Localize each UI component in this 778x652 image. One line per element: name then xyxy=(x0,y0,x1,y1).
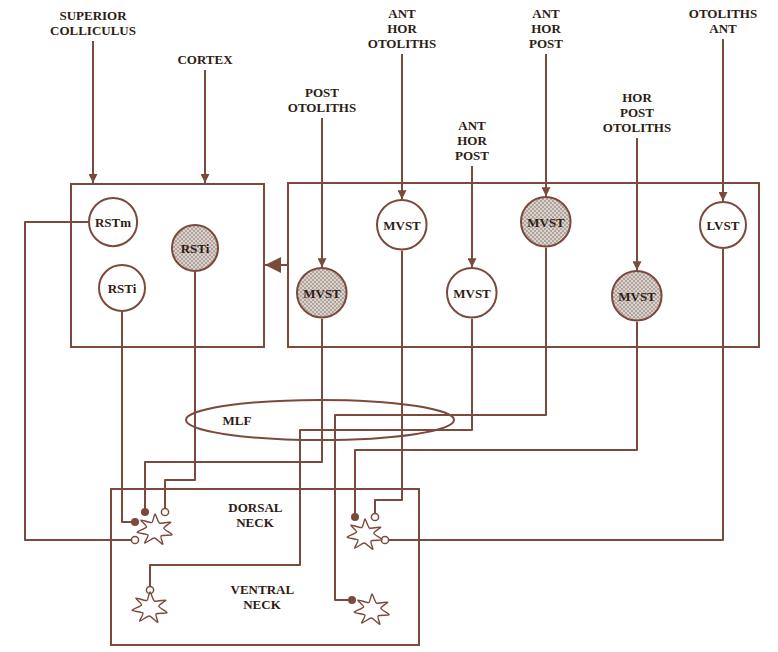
neuron-label: LVST xyxy=(707,218,740,233)
text-holder: DORSAL NECK xyxy=(228,500,281,530)
motoneuron-star xyxy=(354,594,389,624)
text-holder: MVST xyxy=(383,218,421,233)
node-outline xyxy=(352,592,392,628)
neuron-label: MVST xyxy=(527,215,565,230)
input-arrow xyxy=(204,70,206,183)
text-holder: SUPERIOR COLLICULUS xyxy=(50,8,136,38)
input-arrow xyxy=(92,41,94,183)
text-holder: CORTEX xyxy=(177,52,232,67)
pathway-line xyxy=(375,251,402,517)
vestibulospinal-neuron: MVST xyxy=(376,199,428,251)
input-arrow xyxy=(471,166,473,267)
input-arrow xyxy=(545,54,547,196)
input-arrows xyxy=(93,39,723,270)
pathway-line xyxy=(385,249,723,540)
text-holder: MVST xyxy=(527,215,565,230)
motoneuron-star xyxy=(345,517,385,553)
reticulospinal-neuron: RSTi xyxy=(171,224,219,272)
input-arrow xyxy=(636,138,638,270)
vestibulospinal-neuron: LVST xyxy=(699,201,747,249)
text-holder: RSTi xyxy=(181,241,210,256)
neuron-label: RSTi xyxy=(181,241,210,256)
node-outline xyxy=(135,512,175,548)
tract-ellipse: MLF xyxy=(185,399,455,441)
vestibulospinal-neuron: MVST xyxy=(446,267,498,319)
neuron-label: RSTm xyxy=(95,215,131,230)
input-arrow xyxy=(401,54,403,199)
neuron-label: MVST xyxy=(383,218,421,233)
neuron-label: MVST xyxy=(618,289,656,304)
motoneuron-star xyxy=(137,514,172,544)
motoneuron-star xyxy=(135,512,175,548)
input-label: ANT HOR OTOLITHS xyxy=(368,6,436,51)
tract-ellipse xyxy=(186,400,454,440)
muscle-label: VENTRAL NECK xyxy=(231,582,294,612)
motoneuron-star xyxy=(352,592,392,628)
muscle-label: DORSAL NECK xyxy=(228,500,281,530)
pathway-line xyxy=(355,322,637,517)
pathway-line xyxy=(122,312,135,522)
text-holder: POST OTOLITHS xyxy=(288,85,356,115)
vestibulospinal-neuron: MVST xyxy=(520,196,572,248)
neuron-circle xyxy=(700,202,746,248)
neuron-circle xyxy=(172,225,218,271)
vestibulospinal-neuron: MVST xyxy=(296,267,348,319)
pathway-line xyxy=(165,272,195,512)
reticulospinal-neuron: RSTi xyxy=(98,264,146,312)
neuron-label: RSTi xyxy=(108,281,137,296)
motoneuron-star xyxy=(130,590,170,626)
pathway-line xyxy=(265,264,287,266)
input-arrow xyxy=(321,118,323,267)
motoneuron-star xyxy=(347,519,382,549)
input-label: ANT HOR POST xyxy=(455,118,489,163)
node-outline xyxy=(130,590,170,626)
input-label: ANT HOR POST xyxy=(529,6,563,51)
pathway-lines xyxy=(25,222,723,600)
text-holder: MVST xyxy=(453,286,491,301)
reticular-region-box: RSTmRSTiRSTi xyxy=(70,183,265,348)
motoneuron-star xyxy=(132,592,167,622)
input-label: CORTEX xyxy=(177,52,232,67)
text-holder: ANT HOR OTOLITHS xyxy=(368,6,436,51)
pathway-line xyxy=(335,248,546,600)
text-holder: ANT HOR POST xyxy=(455,118,489,163)
neuron-circle xyxy=(297,268,347,318)
neuron-circle xyxy=(612,271,662,321)
text-holder: RSTi xyxy=(108,281,137,296)
pathway-line xyxy=(150,319,472,590)
neck-muscle-box: DORSAL NECK VENTRAL NECK xyxy=(110,488,420,646)
input-label: SUPERIOR COLLICULUS xyxy=(50,8,136,38)
input-label: POST OTOLITHS xyxy=(288,85,356,115)
vestibular-region-box: MVST MVST MVST MVST MVST LVST xyxy=(287,182,760,348)
neuron-label: MVST xyxy=(453,286,491,301)
neuron-circle xyxy=(89,198,137,246)
node-outline xyxy=(345,517,385,553)
neuron-circle xyxy=(377,200,427,250)
input-arrow xyxy=(722,39,724,201)
vestibulospinal-neuron: MVST xyxy=(611,270,663,322)
text-holder: RSTm xyxy=(95,215,131,230)
text-holder: MVST xyxy=(618,289,656,304)
text-holder: MLF xyxy=(223,413,252,428)
neuron-circle xyxy=(521,197,571,247)
neuron-circle xyxy=(99,265,145,311)
input-label: HOR POST OTOLITHS xyxy=(603,90,671,135)
text-holder: VENTRAL NECK xyxy=(231,582,294,612)
text-holder: ANT HOR POST xyxy=(529,6,563,51)
text-holder: MVST xyxy=(303,286,341,301)
neuron-label: MVST xyxy=(303,286,341,301)
text-holder: HOR POST OTOLITHS xyxy=(603,90,671,135)
tract-label: MLF xyxy=(223,413,252,428)
neuron-circle xyxy=(447,268,497,318)
input-label: OTOLITHS ANT xyxy=(689,6,757,36)
text-holder: LVST xyxy=(707,218,740,233)
reticulospinal-neuron: RSTm xyxy=(88,197,138,247)
pathway-line xyxy=(145,319,322,512)
text-holder: OTOLITHS ANT xyxy=(689,6,757,36)
